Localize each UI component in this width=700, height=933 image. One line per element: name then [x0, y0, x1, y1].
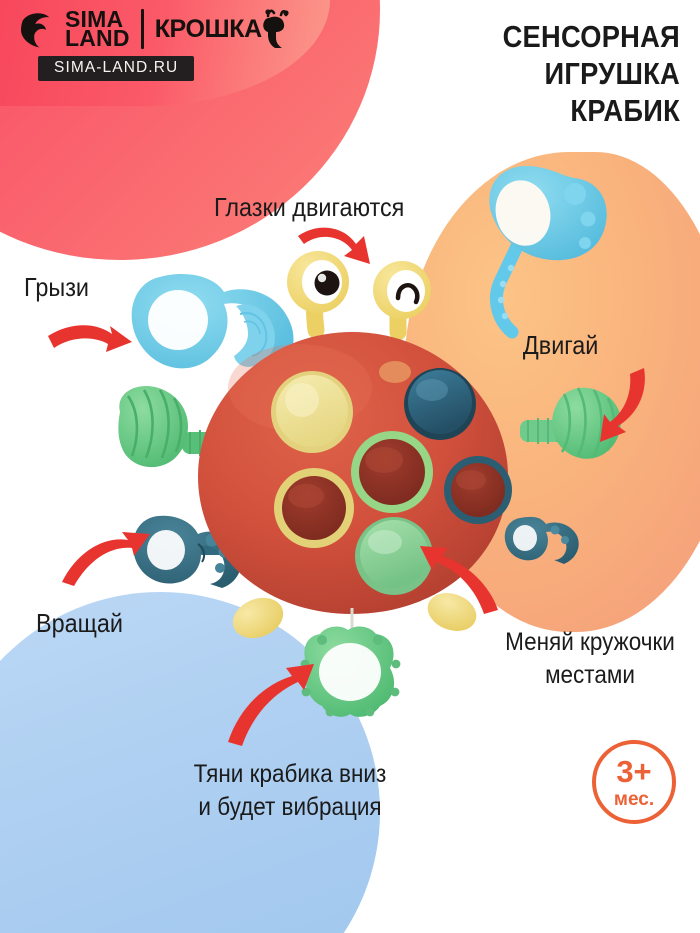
title-line-2: КРАБИК [570, 93, 680, 128]
website-url-text: SIMA-LAND.RU [54, 59, 179, 76]
sima-word: SIMA [65, 6, 124, 32]
annotation-label-eyes: Глазки двигаются [214, 192, 405, 222]
land-word: LAND [65, 25, 130, 51]
logo-row: SIMA LAND КРОШКА [16, 8, 289, 50]
logo-divider [140, 9, 144, 49]
background-blob-orange [404, 152, 700, 632]
kroshka-wordmark: КРОШКА [154, 14, 262, 43]
annotation-label-vrashai: Вращай [36, 608, 123, 638]
age-badge-number: 3+ [616, 753, 652, 789]
age-badge: 3+ мес. [592, 740, 676, 824]
age-badge-unit: мес. [613, 788, 655, 810]
website-url-bar: SIMA-LAND.RU [38, 56, 195, 81]
annotation-label-menyai: Меняй кружочки местами [505, 628, 675, 689]
annotation-label-gryzi: Грызи [24, 272, 89, 302]
sima-land-wordmark: SIMA LAND [65, 6, 130, 51]
kroshka-ya-giraffe-logo-icon [262, 9, 289, 48]
page-title: СЕНСОРНАЯ ИГРУШКА КРАБИК [381, 18, 680, 129]
kroshka-logo: КРОШКА [155, 8, 289, 50]
brand-header: SIMA LAND КРОШКА SIMA-LAND.RU [0, 0, 330, 106]
title-line-1: СЕНСОРНАЯ ИГРУШКА [502, 19, 680, 91]
sima-land-fish-logo-icon [21, 13, 50, 48]
annotation-label-dvigai: Двигай [522, 330, 599, 360]
annotation-label-tyani: Тяни крабика вниз и будет вибрация [193, 760, 387, 821]
